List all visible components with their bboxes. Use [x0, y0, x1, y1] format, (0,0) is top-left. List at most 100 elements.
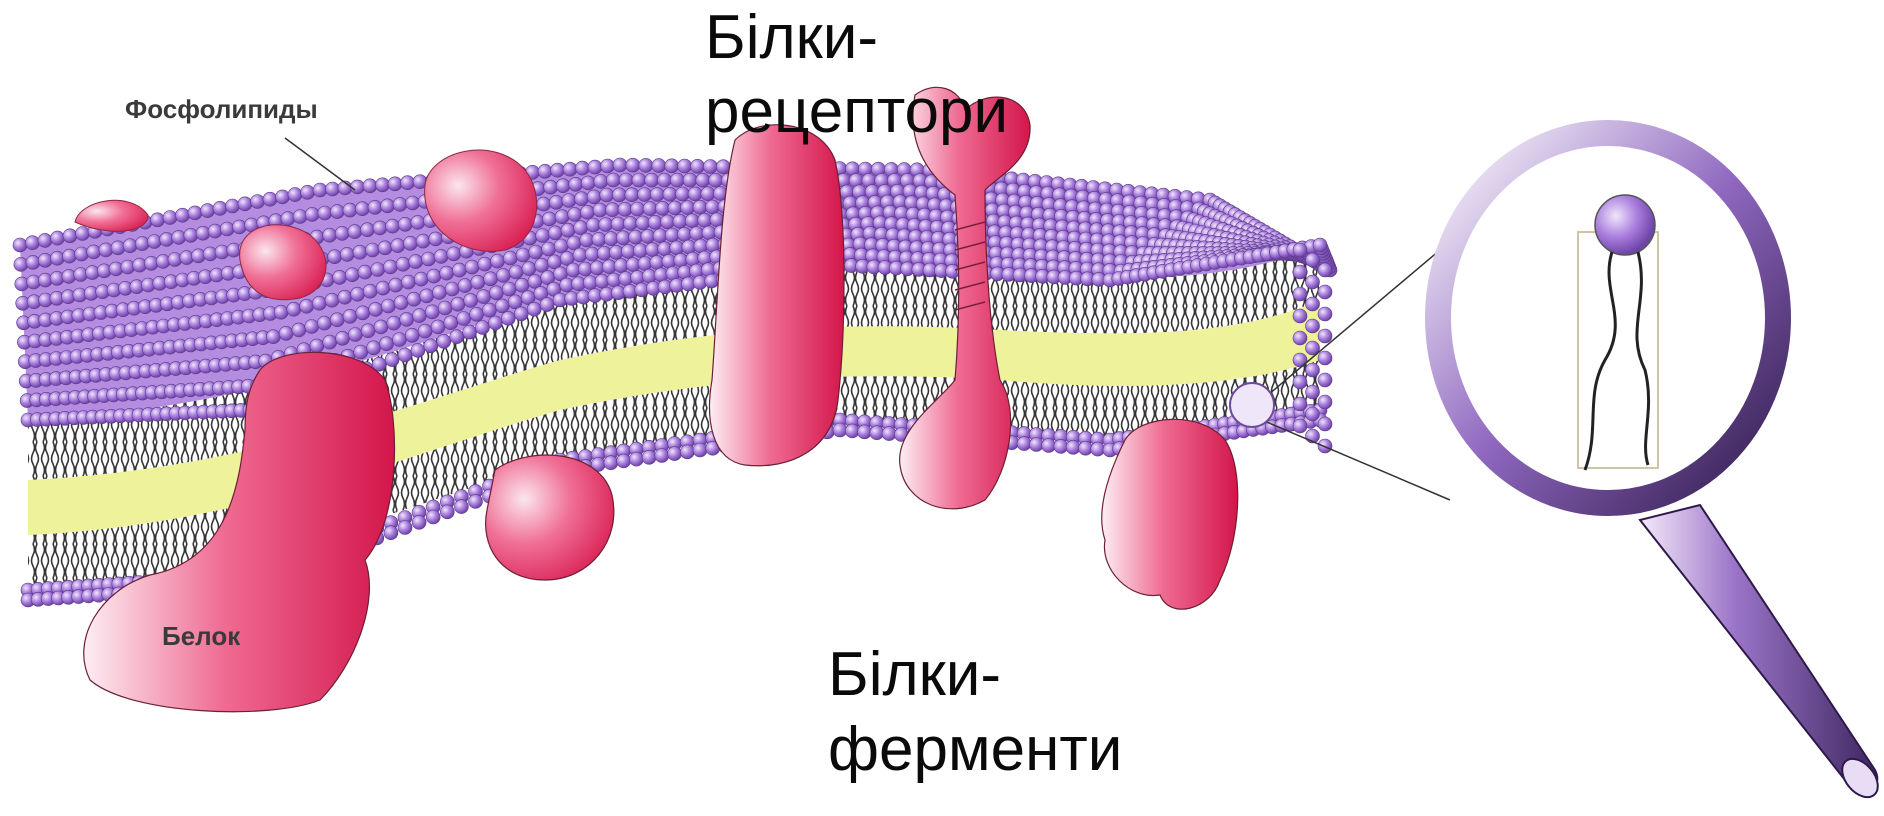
lipid-head	[426, 510, 440, 524]
lipid-head	[529, 245, 543, 259]
lipid-head	[650, 187, 664, 201]
lipid-head	[673, 214, 687, 228]
lipid-head	[601, 159, 615, 173]
lipid-head	[305, 320, 319, 334]
lipid-head	[318, 206, 332, 220]
lipid-head	[613, 158, 627, 172]
lipid-head	[626, 158, 640, 172]
lipid-head	[691, 159, 705, 173]
magnifier-handle	[1640, 505, 1877, 791]
lipid-head	[99, 243, 113, 257]
lipid-head	[643, 202, 657, 216]
lipid-head	[437, 334, 451, 348]
lipid-head	[1306, 363, 1320, 377]
lipid-head	[1293, 419, 1307, 433]
lipid-head	[629, 230, 643, 244]
lipid-head	[568, 207, 582, 221]
lipid-head	[451, 297, 465, 311]
lipid-head	[471, 275, 485, 289]
lipid-head	[361, 324, 375, 338]
lipid-head	[576, 161, 590, 175]
lipid-head	[548, 226, 562, 240]
lipid-head	[369, 302, 383, 316]
lipid-head	[599, 218, 613, 232]
lipid-head	[680, 445, 694, 459]
lipid-head	[661, 215, 675, 229]
lipid-head	[516, 248, 530, 262]
lipid-head	[458, 279, 472, 293]
lipid-head	[1318, 417, 1332, 431]
lipid-head	[328, 250, 342, 264]
lipid-head	[514, 307, 528, 321]
lipid-head	[1066, 440, 1080, 454]
lipid-head	[300, 299, 314, 313]
lipid-head	[555, 210, 569, 224]
lipid-head	[63, 229, 77, 243]
lipid-head	[414, 272, 428, 286]
lipid-head	[594, 174, 608, 188]
lipid-head	[87, 245, 101, 259]
lipid-head	[396, 257, 410, 271]
lipid-head	[293, 210, 307, 224]
lipid-head	[469, 494, 483, 508]
lipid-head	[135, 237, 149, 251]
lipid-head	[701, 187, 715, 201]
lipid-head	[515, 278, 529, 292]
lipid-head	[50, 251, 64, 265]
protein-bottom-left	[486, 455, 614, 580]
lipid-head	[371, 263, 385, 277]
lipid-head	[1293, 287, 1307, 301]
lipid-head	[333, 270, 347, 284]
lipid-head	[238, 197, 252, 211]
lipid-head	[412, 515, 426, 529]
lipid-head	[476, 321, 490, 335]
lipid-head	[351, 180, 365, 194]
lipid-head	[313, 183, 327, 197]
lipid-head	[301, 185, 315, 199]
lipid-head	[625, 188, 639, 202]
lipid-head	[26, 236, 40, 250]
lipid-head	[503, 251, 517, 265]
lipid-head	[676, 187, 690, 201]
lipid-head	[336, 331, 350, 345]
lipid-head	[611, 217, 625, 231]
lipid-head	[619, 173, 633, 187]
lipid-head	[1293, 331, 1307, 345]
lipid-head	[536, 229, 550, 243]
lipid-head	[698, 213, 712, 227]
lipid-head	[411, 215, 425, 229]
lipid-head	[496, 268, 510, 282]
lipid-head	[702, 226, 716, 240]
lipid-head	[612, 188, 626, 202]
lipid-head	[401, 176, 415, 190]
label-enzymes-line2: ферменти	[828, 715, 1122, 784]
lipid-head	[477, 290, 491, 304]
lipid-head	[870, 426, 884, 440]
lipid-head	[641, 229, 655, 243]
lipid-head	[668, 201, 682, 215]
lipid-head	[440, 266, 454, 280]
lipid-head	[363, 179, 377, 193]
lipid-head	[354, 345, 368, 359]
lipid-head	[670, 173, 684, 187]
lipid-head	[623, 216, 637, 230]
lipid-head	[563, 162, 577, 176]
lipid-head	[1042, 439, 1056, 453]
lipid-head	[569, 177, 583, 191]
lipid-head	[151, 213, 165, 227]
lipid-head	[360, 223, 374, 237]
lipid-head	[1318, 263, 1332, 277]
lipid-head	[488, 316, 502, 330]
lipid-head	[196, 226, 210, 240]
lipid-head	[398, 348, 412, 362]
lipid-head	[706, 200, 720, 214]
label-enzymes-line1: Білки-	[828, 640, 1001, 709]
lipid-head	[434, 249, 448, 263]
lipid-head	[427, 269, 441, 283]
lipid-head	[655, 449, 669, 463]
lipid-head	[484, 272, 498, 286]
lipid-head	[76, 227, 90, 241]
lipid-head	[326, 182, 340, 196]
lipid-head	[386, 219, 400, 233]
lipid-head	[398, 217, 412, 231]
